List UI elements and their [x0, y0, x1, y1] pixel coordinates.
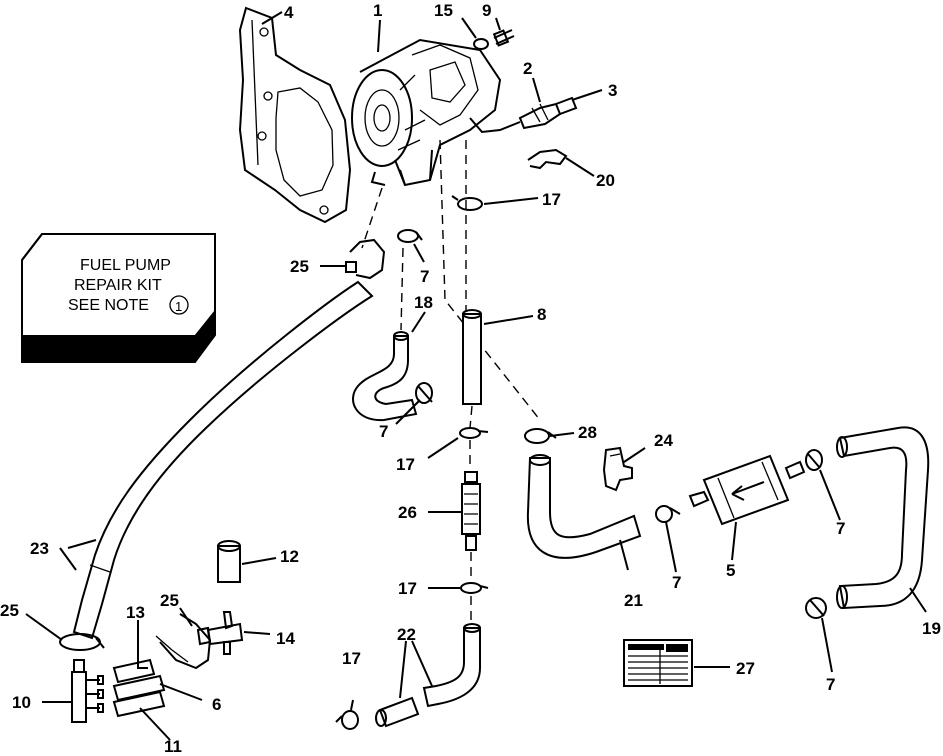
label-part-9: 9	[482, 1, 491, 20]
leader-lines	[25, 11, 927, 741]
label-part-25-lower: 25	[0, 601, 19, 620]
label-part-28: 28	[578, 423, 597, 442]
label-part-27: 27	[736, 659, 755, 678]
clamp-part-25-middle	[155, 613, 212, 670]
decal-part-27	[623, 639, 693, 687]
washer-part-15	[473, 38, 489, 50]
label-part-18: 18	[414, 293, 433, 312]
label-part-3: 3	[608, 81, 617, 100]
hose-barb-part-3	[555, 96, 578, 115]
label-part-11: 11	[164, 737, 182, 756]
repair-kit-box	[21, 233, 216, 363]
clamp-part-17-d	[335, 710, 359, 730]
label-part-22: 22	[397, 625, 416, 644]
label-part-7-b: 7	[379, 422, 388, 441]
sleeve-part-12	[217, 540, 241, 583]
label-part-2: 2	[523, 59, 532, 78]
fitting-part-24	[602, 446, 633, 492]
label-part-23: 23	[30, 539, 49, 558]
fitting-part-2	[518, 102, 562, 130]
label-part-5: 5	[726, 561, 735, 580]
label-part-17-d: 17	[342, 649, 361, 668]
kit-box-line3: SEE NOTE	[68, 297, 149, 314]
clamp-part-7-d	[805, 449, 823, 471]
label-part-19: 19	[922, 619, 941, 638]
label-part-12: 12	[280, 547, 299, 566]
fitting-part-10	[71, 659, 104, 723]
label-part-13: 13	[126, 603, 145, 622]
label-part-25-middle: 25	[160, 591, 179, 610]
label-part-25-upper: 25	[290, 257, 309, 276]
inline-filter-part-26	[461, 471, 481, 551]
kit-box-line2: REPAIR KIT	[74, 277, 162, 294]
fuel-filter-part-5	[688, 454, 806, 526]
kit-box-note-number: 1	[175, 299, 182, 314]
note-circle	[169, 295, 189, 315]
label-part-14: 14	[276, 629, 295, 648]
label-part-7-a: 7	[420, 267, 429, 286]
clamp-part-17-c	[460, 582, 489, 594]
kit-box-line1: FUEL PUMP	[80, 257, 171, 274]
clamp-part-7-e	[805, 597, 827, 619]
clamp-part-25-upper	[345, 238, 386, 280]
clamp-part-17-b	[459, 427, 489, 439]
mounting-bracket-part-4	[238, 6, 352, 224]
label-part-20: 20	[596, 171, 615, 190]
label-part-7-d: 7	[836, 519, 845, 538]
hose-part-11	[112, 690, 166, 718]
label-part-6: 6	[212, 695, 221, 714]
label-part-17-a: 17	[542, 190, 561, 209]
hose-part-22-elbow	[422, 623, 481, 708]
fuel-pump-part-1	[351, 38, 521, 187]
clamp-part-7-c	[655, 505, 681, 523]
label-part-4: 4	[284, 3, 294, 22]
clamp-part-7-b	[415, 382, 433, 404]
label-part-7-e: 7	[826, 675, 835, 694]
hose-part-21	[526, 454, 642, 559]
hose-part-19	[836, 426, 930, 610]
hose-part-6	[112, 674, 166, 702]
label-part-21: 21	[624, 591, 643, 610]
hose-part-22-straight	[375, 696, 420, 728]
hose-part-23	[72, 280, 374, 640]
label-part-24: 24	[654, 431, 673, 450]
clamp-part-7-a	[397, 229, 423, 243]
tube-part-8	[462, 309, 482, 405]
label-part-10: 10	[12, 693, 31, 712]
label-part-17-c: 17	[398, 579, 417, 598]
label-part-26: 26	[398, 503, 417, 522]
clip-part-20	[527, 148, 568, 170]
clamp-part-25-lower	[59, 633, 105, 651]
label-part-1: 1	[373, 1, 382, 20]
clamp-part-17-a	[451, 195, 483, 211]
label-part-7-c: 7	[672, 573, 681, 592]
hose-part-18	[352, 331, 418, 422]
label-part-17-b: 17	[396, 455, 415, 474]
screw-part-9	[492, 29, 515, 47]
label-part-8: 8	[537, 305, 546, 324]
label-part-15: 15	[434, 1, 453, 20]
